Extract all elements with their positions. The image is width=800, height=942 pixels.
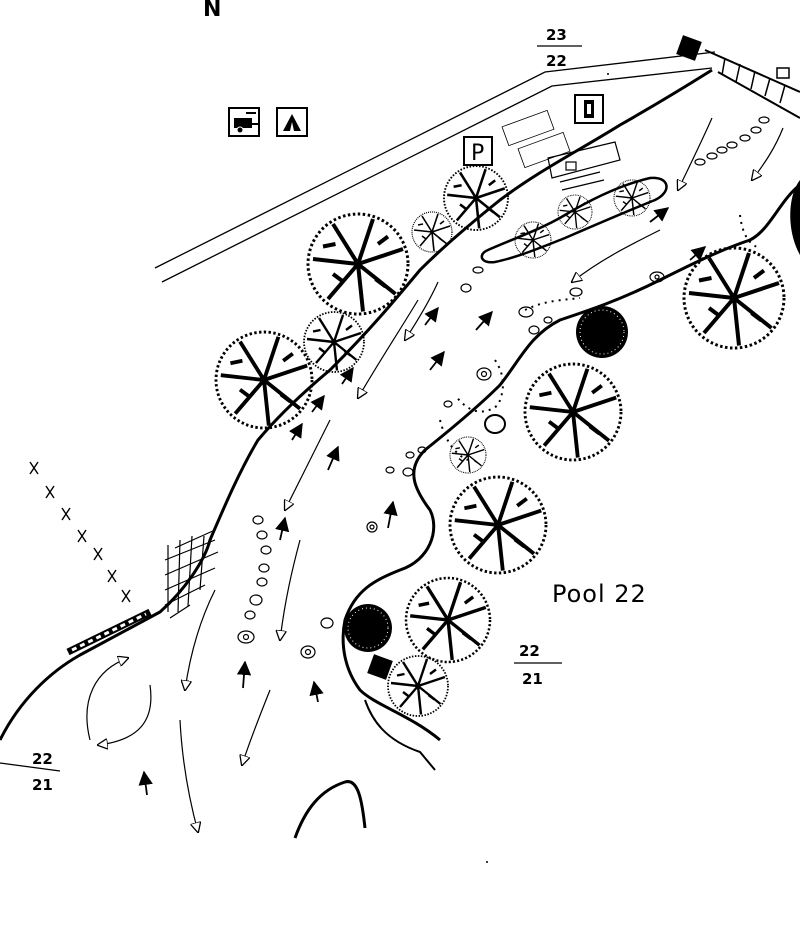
tree: [449, 436, 487, 474]
mile-marker-upper: 23 22: [537, 26, 582, 70]
camping-trailer-icon: [228, 107, 260, 137]
mile-marker-left: 22 21: [0, 750, 61, 794]
south-shore: [293, 780, 367, 839]
tree: [523, 362, 623, 462]
tree: [214, 330, 314, 430]
mile-marker-mid-bottom: 21: [522, 670, 543, 688]
tree: [404, 576, 492, 664]
tent-icon: [276, 107, 308, 137]
tree: [576, 306, 628, 358]
parking-letter: P: [471, 141, 484, 166]
current-arrows: [86, 117, 784, 832]
tree: [514, 221, 552, 259]
tree: [682, 246, 786, 350]
mile-marker-left-top: 22: [32, 750, 53, 768]
lock-and-dam-structure: [676, 35, 800, 119]
jetty: [66, 529, 219, 656]
building: [565, 161, 577, 171]
fence-line: [29, 461, 131, 603]
restroom-icon: [574, 94, 604, 124]
pool-label: Pool 22: [552, 580, 647, 608]
shallow-water-lines: [439, 214, 761, 461]
tree: [302, 310, 366, 374]
mile-marker-upper-bottom: 22: [546, 52, 567, 70]
mile-marker-left-bottom: 21: [32, 776, 53, 794]
tree: [386, 654, 450, 718]
north-label: N: [203, 0, 221, 22]
mile-marker-mid-top: 22: [519, 642, 540, 660]
rocks: [237, 116, 770, 659]
trees: [214, 164, 800, 718]
tree: [448, 475, 548, 575]
parking-area: [501, 109, 621, 191]
east-riverbank: [341, 183, 800, 742]
tree: [790, 180, 800, 255]
parking-icon: P: [463, 136, 493, 166]
island-bank: [480, 176, 668, 264]
upstream-arrows: [138, 207, 707, 796]
road: [154, 51, 716, 283]
lock-marker: [367, 654, 393, 680]
mile-marker-upper-top: 23: [546, 26, 567, 44]
mile-marker-mid: 22 21: [514, 642, 562, 688]
tree: [306, 212, 410, 316]
tree: [557, 194, 593, 230]
tree: [344, 604, 392, 652]
